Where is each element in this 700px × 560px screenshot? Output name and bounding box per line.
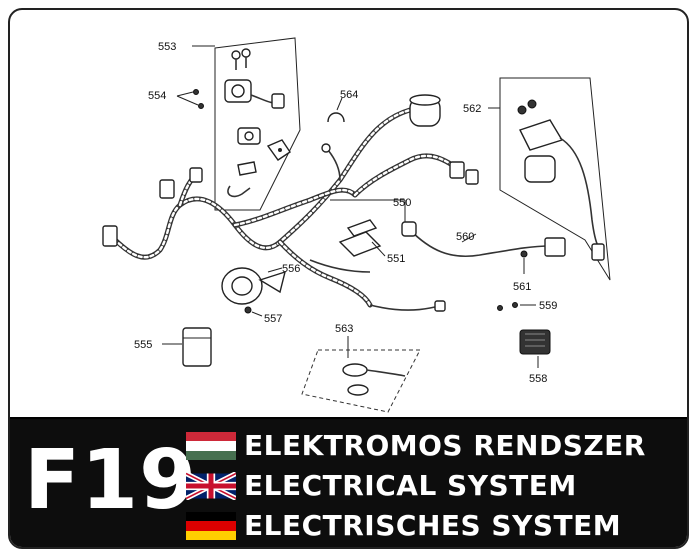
spark-plug-cap-icon (401, 221, 417, 237)
module-555-group: 555 (134, 327, 212, 367)
sensor-box-outline (301, 349, 421, 413)
part-563-label: 563 (335, 323, 353, 335)
part-560-label: 560 (456, 231, 474, 243)
screw-icon (198, 103, 204, 109)
hungary-flag-icon (186, 432, 236, 460)
title-german: ELECTRISCHES SYSTEM (244, 509, 622, 542)
title-row-german: ELECTRISCHES SYSTEM (186, 509, 686, 543)
lock-set-group: 553 (158, 37, 301, 211)
connector-icon (449, 161, 465, 179)
bracket-551-group: 551 (338, 219, 405, 265)
clamp-564-group: 564 (327, 89, 358, 123)
wiring-harness-550: 550 (102, 94, 479, 312)
screw-icon (512, 302, 518, 308)
keys-icon (231, 48, 251, 70)
connector-icon (321, 143, 331, 153)
part-557-label: 557 (264, 313, 282, 325)
title-row-hungarian: ELEKTROMOS RENDSZER (186, 429, 686, 463)
screw-icon (497, 305, 503, 311)
page-frame: 553 (8, 8, 689, 549)
part-555-label: 555 (134, 339, 152, 351)
bolt-557-group: 557 (244, 306, 282, 325)
connector-icon (591, 243, 605, 261)
parts-diagram: 553 (102, 37, 611, 413)
electronic-module-icon (182, 327, 212, 367)
screws-559-group: 559 (497, 300, 557, 312)
screw-icon (520, 250, 528, 258)
fuse-holder-icon (409, 94, 441, 127)
seat-lock-icon (237, 127, 291, 161)
title-english: ELECTRICAL SYSTEM (244, 469, 577, 502)
part-562-label: 562 (463, 103, 481, 115)
lock-set-outline (214, 37, 301, 211)
cable-clamp-icon (327, 112, 345, 123)
sensor-563-group: 563 (301, 323, 421, 413)
bolt-icon (244, 306, 252, 314)
nut-icon (527, 99, 537, 109)
section-code: F19 (24, 433, 198, 528)
title-hungarian: ELEKTROMOS RENDSZER (244, 429, 646, 462)
regulator-558-group: 558 (519, 329, 551, 385)
starter-relay-icon (519, 119, 564, 151)
title-banner: F19 ELEKTROMOS RENDSZER ELECTRICAL SYSTE… (10, 417, 687, 547)
screw-561-group: 561 (513, 250, 531, 293)
screw-icon (193, 89, 199, 95)
connector-icon (102, 225, 118, 247)
screws-554-group: 554 (148, 89, 204, 109)
connector-icon (434, 300, 446, 312)
connector-icon (159, 179, 175, 199)
part-556-label: 556 (282, 263, 300, 275)
coil-560-group: 560 (401, 221, 566, 258)
part-553-label: 553 (158, 41, 176, 53)
voltage-regulator-icon (519, 329, 551, 355)
helmet-hook-icon (227, 161, 257, 198)
ignition-switch-icon (224, 79, 285, 109)
part-559-label: 559 (539, 300, 557, 312)
sensor-icon (342, 363, 368, 377)
germany-flag-icon (186, 512, 236, 540)
part-551-label: 551 (387, 253, 405, 265)
part-554-label: 554 (148, 90, 166, 102)
connector-icon (189, 167, 203, 183)
part-550-label: 550 (393, 197, 411, 209)
horn-556-group: 556 (221, 263, 300, 305)
title-row-english: ELECTRICAL SYSTEM (186, 469, 686, 503)
relay-562-group: 562 (463, 77, 611, 281)
part-561-label: 561 (513, 281, 531, 293)
nut-icon (517, 105, 527, 115)
connector-icon (465, 169, 479, 185)
uk-flag-icon (186, 472, 236, 500)
part-558-label: 558 (529, 373, 547, 385)
ignition-coil-icon (544, 237, 566, 257)
part-564-label: 564 (340, 89, 358, 101)
